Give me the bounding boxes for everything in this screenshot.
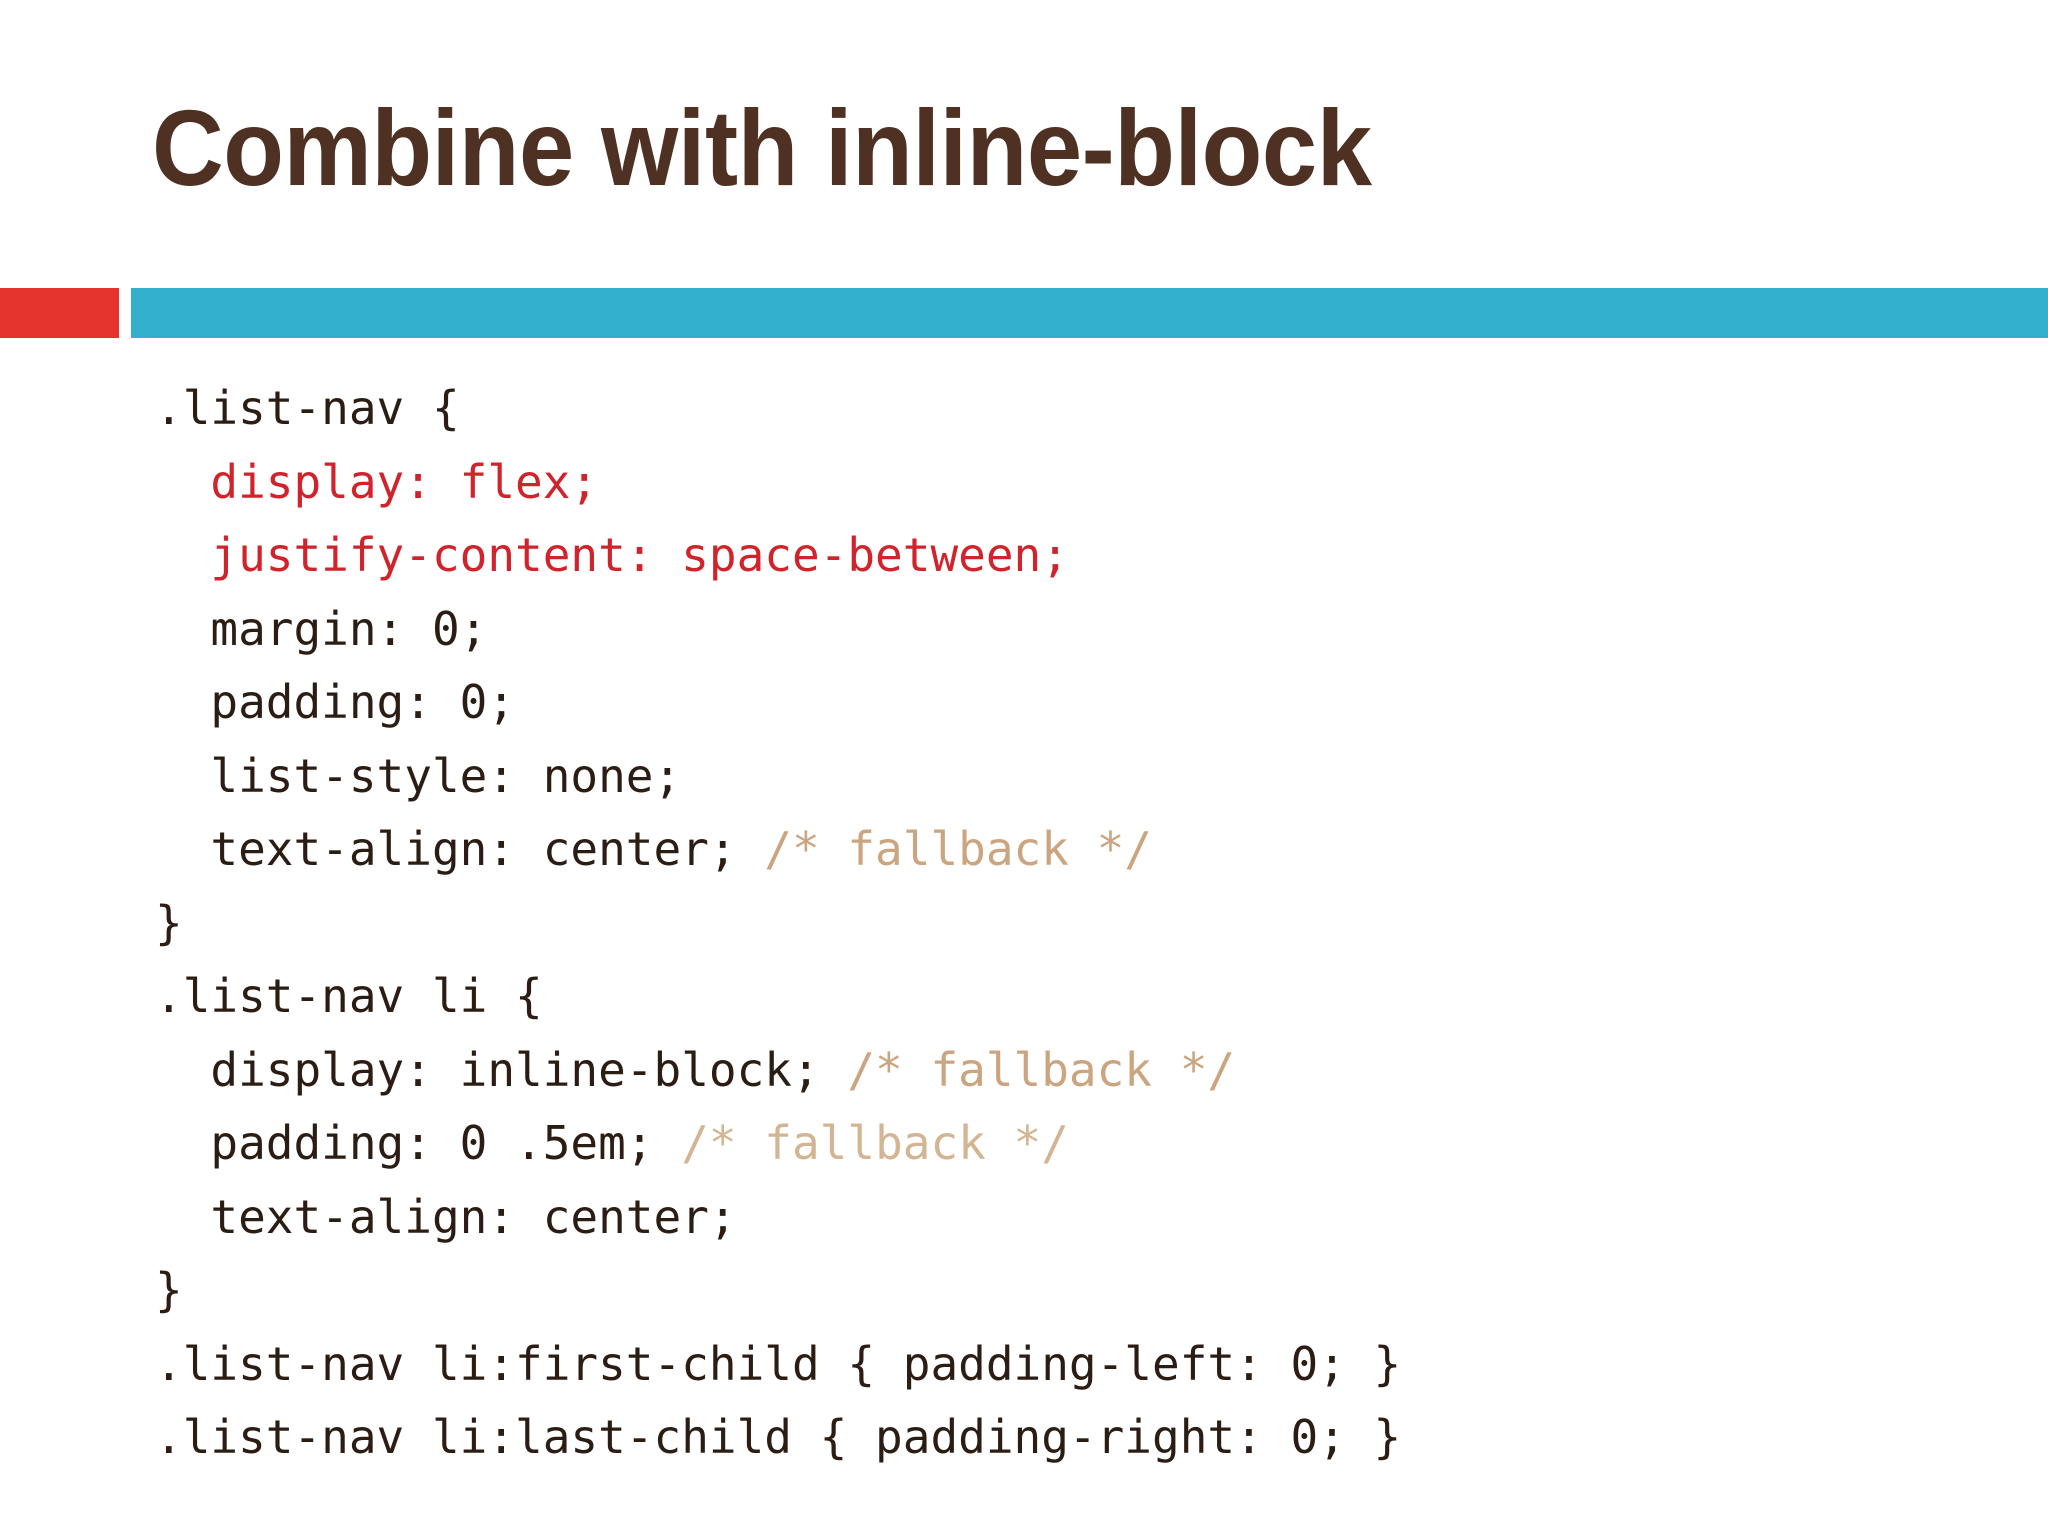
code-line: }: [155, 1254, 2015, 1328]
code-token-default: display: inline-block;: [155, 1042, 848, 1097]
code-token-comment-light: /* fallback */: [681, 1116, 1069, 1170]
divider-bar-row: [0, 288, 2048, 338]
code-token-default: }: [155, 1263, 183, 1317]
code-token-comment: /* fallback */: [847, 1042, 1236, 1097]
code-token-default: padding: 0 .5em;: [155, 1116, 682, 1170]
code-line: .list-nav li:first-child { padding-left:…: [155, 1328, 2015, 1402]
accent-block-red: [0, 288, 119, 338]
code-token-default: margin: 0;: [155, 601, 488, 656]
code-token-default: .list-nav li {: [155, 969, 543, 1023]
code-token-default: }: [155, 895, 183, 950]
code-line: margin: 0;: [155, 593, 2015, 667]
code-token-default: .list-nav li:last-child { padding-right:…: [155, 1410, 1402, 1464]
code-token-comment: /* fallback */: [764, 822, 1153, 876]
code-line: padding: 0;: [155, 666, 2015, 740]
code-token-default: .list-nav {: [155, 381, 460, 435]
code-token-red: justify-content: space-between;: [155, 528, 1069, 582]
code-line: padding: 0 .5em; /* fallback */: [155, 1107, 2015, 1181]
code-line: text-align: center; /* fallback */: [155, 813, 2015, 887]
code-token-default: .list-nav li:first-child { padding-left:…: [155, 1336, 1402, 1391]
code-token-default: text-align: center;: [155, 822, 765, 876]
code-token-default: padding: 0;: [155, 675, 516, 729]
code-token-default: text-align: center;: [155, 1189, 737, 1244]
page-title: Combine with inline-block: [152, 87, 1372, 208]
code-token-default: list-style: none;: [155, 748, 682, 803]
code-line: list-style: none;: [155, 740, 2015, 814]
accent-bar-blue: [131, 288, 2048, 338]
code-line: display: inline-block; /* fallback */: [155, 1034, 2015, 1108]
code-block: .list-nav { display: flex; justify-conte…: [155, 372, 2015, 1475]
code-line: display: flex;: [155, 446, 2015, 520]
code-line: .list-nav li {: [155, 960, 2015, 1034]
code-line: }: [155, 887, 2015, 961]
code-line: .list-nav {: [155, 372, 2015, 446]
code-line: text-align: center;: [155, 1181, 2015, 1255]
code-line: justify-content: space-between;: [155, 519, 2015, 593]
code-token-red: display: flex;: [155, 454, 599, 509]
code-line: .list-nav li:last-child { padding-right:…: [155, 1401, 2015, 1475]
